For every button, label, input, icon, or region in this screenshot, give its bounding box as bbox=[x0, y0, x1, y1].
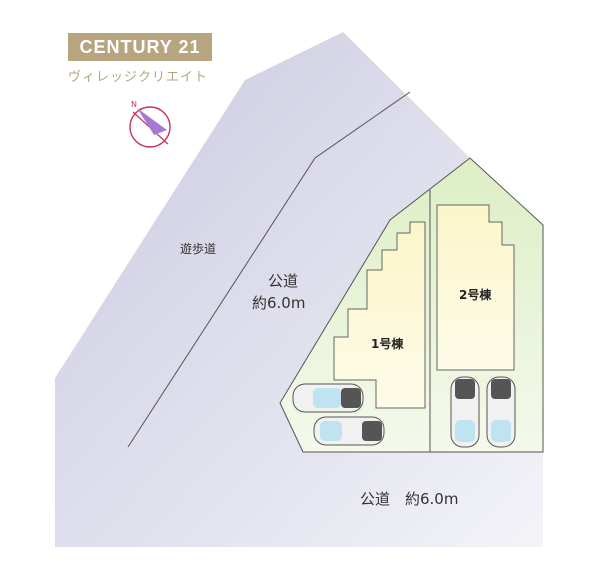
compass-north-label: N bbox=[131, 100, 137, 109]
building-2 bbox=[436, 204, 515, 371]
north-arrow-icon: N bbox=[129, 100, 171, 148]
brand-logo: CENTURY 21 bbox=[68, 33, 212, 61]
car-icon bbox=[292, 383, 364, 413]
car-icon bbox=[450, 376, 480, 448]
building-1 bbox=[333, 221, 426, 409]
building-1-label: 1号棟 bbox=[371, 336, 404, 351]
road-diagonal-width: 約6.0m bbox=[252, 294, 305, 312]
building-2-label: 2号棟 bbox=[459, 287, 492, 302]
car-icon bbox=[313, 416, 385, 446]
road-area bbox=[55, 32, 543, 547]
car-icon bbox=[486, 376, 516, 448]
promenade-label: 遊歩道 bbox=[180, 241, 216, 256]
brand-subname: ヴィレッジクリエイト bbox=[68, 70, 209, 85]
road-diagonal-label: 公道 bbox=[268, 272, 298, 290]
road-bottom-label: 公道 約6.0m bbox=[360, 490, 458, 508]
promenade-boundary bbox=[127, 91, 411, 448]
